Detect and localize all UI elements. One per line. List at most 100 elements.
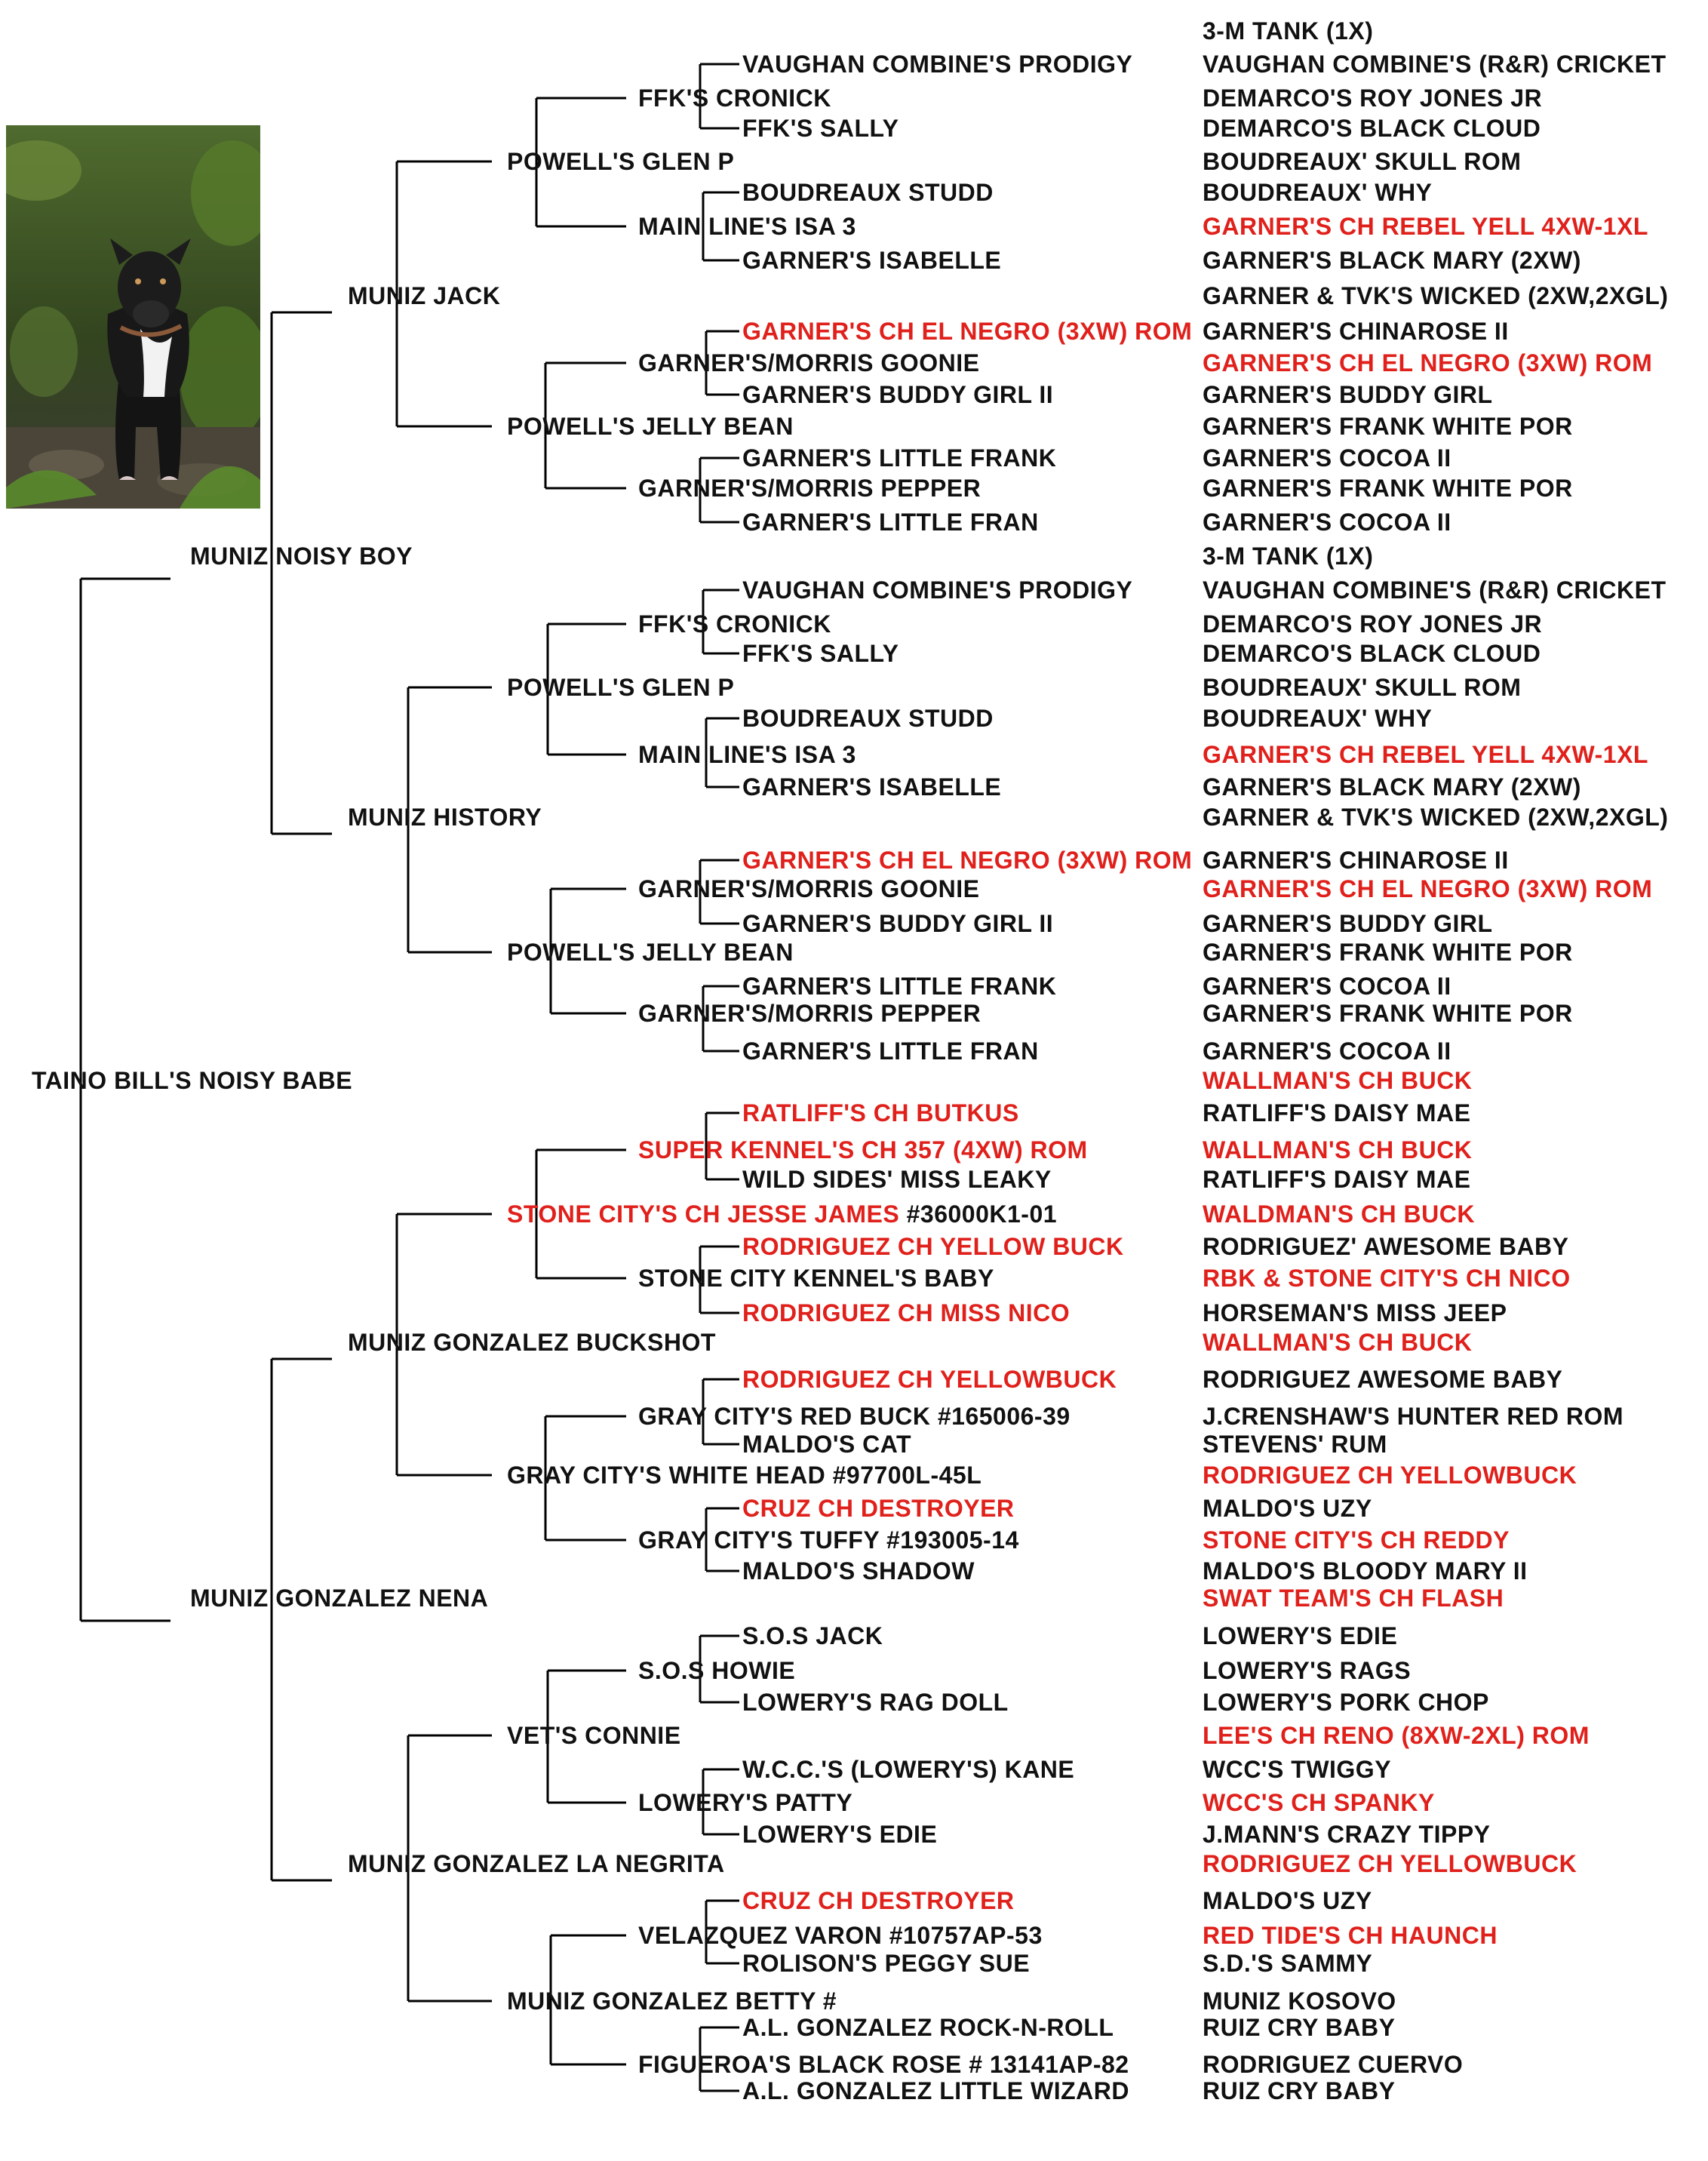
gen5-ancestor-name-text: GARNER'S ISABELLE [742, 247, 1002, 274]
gen6-ancestor-name-text: RODRIGUEZ CH YELLOWBUCK [1203, 1462, 1577, 1489]
gen6-ancestor-name-text: BOUDREAUX' WHY [1203, 705, 1433, 732]
gen6-ancestor-name: MALDO'S UZY [1203, 1495, 1372, 1522]
gen6-ancestor-name: HORSEMAN'S MISS JEEP [1203, 1299, 1507, 1326]
gen4-ancestor-name-text: GARNER'S/MORRIS PEPPER [638, 475, 981, 502]
gen6-ancestor-name: STONE CITY'S CH REDDY [1203, 1526, 1510, 1554]
gen5-ancestor-name: MALDO'S SHADOW [742, 1557, 975, 1585]
gen4-ancestor-name-text: VELAZQUEZ VARON #10757AP-53 [638, 1922, 1043, 1949]
gen6-ancestor-name: LOWERY'S RAGS [1203, 1657, 1411, 1684]
gen6-ancestor-name: S.D.'S SAMMY [1203, 1950, 1372, 1977]
gen6-ancestor-name-text: RODRIGUEZ' AWESOME BABY [1203, 1233, 1569, 1260]
gen5-ancestor-name-text: W.C.C.'S (LOWERY'S) KANE [742, 1756, 1075, 1783]
gen5-ancestor-name: GARNER'S LITTLE FRANK [742, 973, 1056, 1000]
gen6-ancestor-name-text: MUNIZ KOSOVO [1203, 1987, 1396, 2015]
gen5-ancestor-name-text: WILD SIDES' MISS LEAKY [742, 1166, 1052, 1193]
great-grandparent-name: STONE CITY'S CH JESSE JAMES #36000K1-01 [507, 1200, 1057, 1228]
gen5-ancestor-name-text: ROLISON'S PEGGY SUE [742, 1950, 1031, 1977]
gen4-ancestor-name: MAIN LINE'S ISA 3 [638, 741, 856, 768]
great-grandparent-name-text: POWELL'S JELLY BEAN [507, 413, 794, 440]
gen6-ancestor-name: BOUDREAUX' WHY [1203, 179, 1432, 206]
gen5-ancestor-name: FFK'S SALLY [742, 115, 899, 142]
gen6-ancestor-name: GARNER'S CHINAROSE II [1203, 318, 1509, 345]
gen5-ancestor-name: GARNER'S CH EL NEGRO (3XW) ROM [742, 318, 1192, 345]
gen6-ancestor-name-text: GARNER'S CHINAROSE II [1203, 847, 1509, 874]
gen4-ancestor-name-text: GARNER'S/MORRIS GOONIE [638, 875, 980, 902]
great-grandparent-name-text: POWELL'S GLEN P [507, 148, 735, 175]
gen6-ancestor-name-text: J.MANN'S CRAZY TIPPY [1203, 1821, 1491, 1848]
grandparent-name: MUNIZ GONZALEZ BUCKSHOT [348, 1329, 716, 1356]
gen6-ancestor-name: LOWERY'S PORK CHOP [1203, 1689, 1489, 1716]
gen6-ancestor-name-text: STONE CITY'S CH REDDY [1203, 1526, 1510, 1554]
gen6-ancestor-name-text: 3-M TANK (1X) [1203, 17, 1374, 45]
gen6-ancestor-name: LOWERY'S EDIE [1203, 1622, 1397, 1649]
gen5-ancestor-name-text: MALDO'S SHADOW [742, 1557, 975, 1585]
gen6-ancestor-name: GARNER'S CH REBEL YELL 4XW-1XL [1203, 741, 1648, 768]
gen5-ancestor-name-text: GARNER'S LITTLE FRANK [742, 973, 1057, 1000]
gen6-ancestor-name-text: DEMARCO'S BLACK CLOUD [1203, 640, 1541, 667]
gen4-ancestor-name: LOWERY'S PATTY [638, 1789, 852, 1816]
gen5-ancestor-name-text: LOWERY'S RAG DOLL [742, 1689, 1009, 1716]
gen6-ancestor-name-text: WALDMAN'S CH BUCK [1203, 1200, 1475, 1228]
gen6-ancestor-name: BOUDREAUX' WHY [1203, 705, 1432, 732]
gen6-ancestor-name-text: GARNER'S FRANK WHITE POR [1203, 1000, 1573, 1027]
gen6-ancestor-name: J.MANN'S CRAZY TIPPY [1203, 1821, 1491, 1848]
gen6-ancestor-name-text: GARNER'S BUDDY GIRL [1203, 381, 1493, 408]
dog-photo [6, 125, 260, 509]
gen5-ancestor-name: WILD SIDES' MISS LEAKY [742, 1166, 1052, 1193]
gen5-ancestor-name: BOUDREAUX STUDD [742, 179, 994, 206]
gen6-ancestor-name-text: MALDO'S UZY [1203, 1887, 1372, 1914]
gen5-ancestor-name: FFK'S SALLY [742, 640, 899, 667]
gen6-ancestor-name: RODRIGUEZ' AWESOME BABY [1203, 1233, 1569, 1260]
gen6-ancestor-name: DEMARCO'S BLACK CLOUD [1203, 115, 1541, 142]
gen5-ancestor-name-text: GARNER'S ISABELLE [742, 773, 1002, 801]
gen6-ancestor-name: MUNIZ KOSOVO [1203, 1987, 1396, 2015]
gen5-ancestor-name: CRUZ CH DESTROYER [742, 1495, 1015, 1522]
gen6-ancestor-name-text: J.CRENSHAW'S HUNTER RED ROM [1203, 1403, 1624, 1430]
gen4-ancestor-name-text: GRAY CITY'S TUFFY #193005-14 [638, 1526, 1019, 1554]
gen6-ancestor-name: GARNER'S COCOA II [1203, 1037, 1451, 1065]
gen6-ancestor-name: GARNER'S FRANK WHITE POR [1203, 413, 1573, 440]
gen4-ancestor-name-text: STONE CITY KENNEL'S BABY [638, 1265, 994, 1292]
gen6-ancestor-name-text: RUIZ CRY BABY [1203, 2014, 1396, 2041]
gen6-ancestor-name: VAUGHAN COMBINE'S (R&R) CRICKET [1203, 51, 1667, 78]
gen5-ancestor-name-text: GARNER'S CH EL NEGRO (3XW) ROM [742, 318, 1193, 345]
gen6-ancestor-name: GARNER'S FRANK WHITE POR [1203, 939, 1573, 966]
gen6-ancestor-name: BOUDREAUX' SKULL ROM [1203, 148, 1521, 175]
gen6-ancestor-name-text: MALDO'S UZY [1203, 1495, 1372, 1522]
gen5-ancestor-name-text: A.L. GONZALEZ ROCK-N-ROLL [742, 2014, 1114, 2041]
gen6-ancestor-name: DEMARCO'S ROY JONES JR [1203, 85, 1542, 112]
gen5-ancestor-name-text: LOWERY'S EDIE [742, 1821, 938, 1848]
gen5-ancestor-name: LOWERY'S EDIE [742, 1821, 937, 1848]
great-grandparent-name-registration: #36000K1-01 [899, 1200, 1058, 1228]
gen5-ancestor-name: GARNER'S ISABELLE [742, 247, 1001, 274]
gen6-ancestor-name-text: GARNER'S CH EL NEGRO (3XW) ROM [1203, 875, 1653, 902]
gen4-ancestor-name: GARNER'S/MORRIS PEPPER [638, 475, 981, 502]
gen6-ancestor-name: LEE'S CH RENO (8XW-2XL) ROM [1203, 1722, 1590, 1749]
gen6-ancestor-name: MALDO'S BLOODY MARY II [1203, 1557, 1527, 1585]
gen6-ancestor-name-text: RUIZ CRY BABY [1203, 2077, 1396, 2104]
gen6-ancestor-name-text: SWAT TEAM'S CH FLASH [1203, 1585, 1504, 1612]
gen4-ancestor-name-text: GARNER'S/MORRIS PEPPER [638, 1000, 981, 1027]
gen5-ancestor-name-text: GARNER'S LITTLE FRAN [742, 509, 1039, 536]
gen6-ancestor-name-text: RED TIDE'S CH HAUNCH [1203, 1922, 1498, 1949]
gen6-ancestor-name-text: VAUGHAN COMBINE'S (R&R) CRICKET [1203, 51, 1667, 78]
gen6-ancestor-name-text: BOUDREAUX' SKULL ROM [1203, 148, 1522, 175]
dog-photo-image [6, 125, 260, 509]
gen4-ancestor-name-text: FFK'S CRONICK [638, 610, 831, 638]
gen6-ancestor-name-text: GARNER & TVK'S WICKED (2XW,2XGL) [1203, 804, 1669, 831]
gen6-ancestor-name-text: RATLIFF'S DAISY MAE [1203, 1099, 1471, 1127]
gen4-ancestor-name: S.O.S HOWIE [638, 1657, 795, 1684]
gen6-ancestor-name: RODRIGUEZ CH YELLOWBUCK [1203, 1462, 1577, 1489]
gen4-ancestor-name-text: MAIN LINE'S ISA 3 [638, 741, 856, 768]
gen4-ancestor-name: FFK'S CRONICK [638, 85, 831, 112]
gen5-ancestor-name: GARNER'S ISABELLE [742, 773, 1001, 801]
gen5-ancestor-name-text: RATLIFF'S CH BUTKUS [742, 1099, 1019, 1127]
gen6-ancestor-name: WALDMAN'S CH BUCK [1203, 1200, 1475, 1228]
gen6-ancestor-name: WCC'S CH SPANKY [1203, 1789, 1435, 1816]
gen5-ancestor-name: GARNER'S LITTLE FRAN [742, 1037, 1039, 1065]
gen6-ancestor-name-text: GARNER & TVK'S WICKED (2XW,2XGL) [1203, 282, 1669, 309]
gen5-ancestor-name: ROLISON'S PEGGY SUE [742, 1950, 1030, 1977]
gen4-ancestor-name: STONE CITY KENNEL'S BABY [638, 1265, 994, 1292]
gen6-ancestor-name: DEMARCO'S BLACK CLOUD [1203, 640, 1541, 667]
